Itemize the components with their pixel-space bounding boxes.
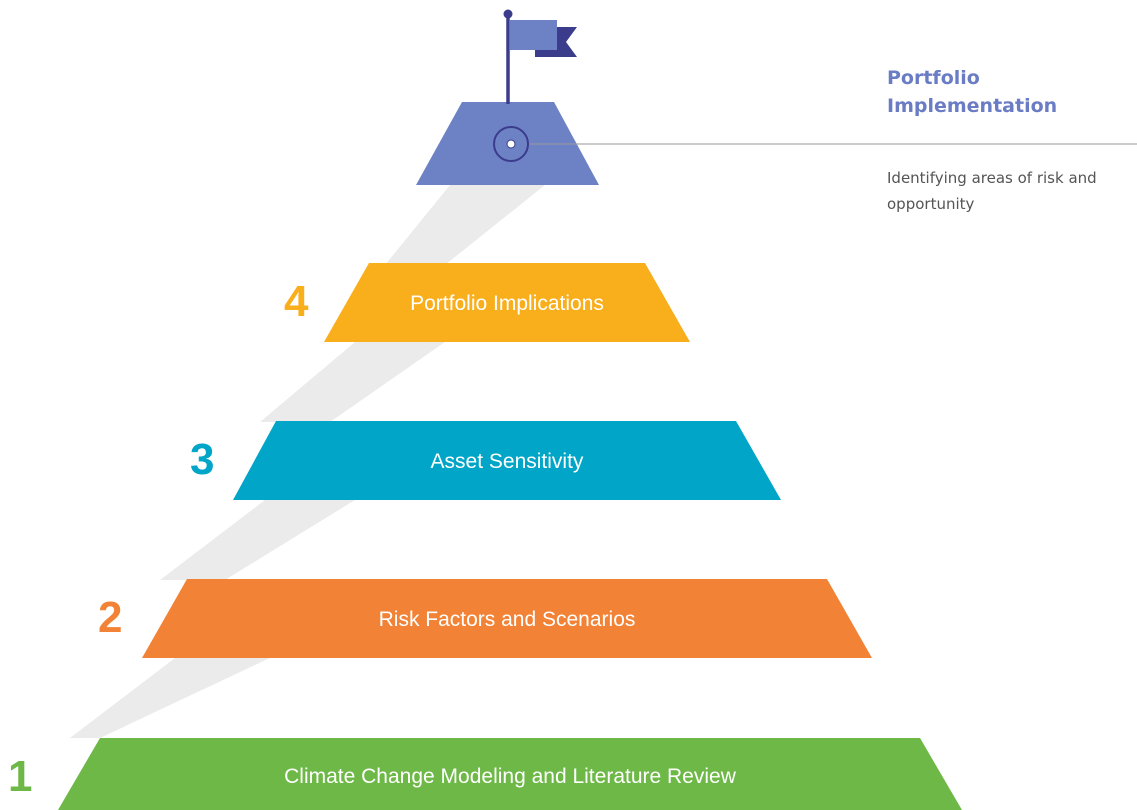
path-segment	[385, 185, 545, 265]
target-icon	[493, 126, 529, 162]
summit-title: Portfolio Implementation	[887, 67, 1058, 117]
tier-3-number: 3	[190, 435, 215, 484]
tier-3-shape	[233, 421, 781, 500]
summit-description: Identifying areas of risk and opportunit…	[887, 169, 1097, 213]
tier-3-label: Asset Sensitivity	[430, 450, 584, 473]
path-segment	[160, 500, 355, 580]
tier-4-number: 4	[284, 277, 309, 326]
tier-2-label: Risk Factors and Scenarios	[378, 608, 636, 631]
tier-1-shape	[58, 738, 962, 810]
path-segment	[260, 342, 445, 422]
flag-pole-top	[503, 9, 513, 19]
tier-1-label: Climate Change Modeling and Literature R…	[284, 765, 736, 788]
tier-2-shape	[142, 579, 872, 658]
flag-cloth	[510, 20, 557, 50]
path-band	[70, 185, 545, 738]
target-ring	[493, 126, 529, 162]
tier-4-label: Portfolio Implications	[410, 292, 604, 315]
path-segment	[70, 658, 270, 738]
tier-4-shape	[324, 263, 690, 342]
tier-2-number: 2	[98, 593, 123, 642]
tier-1-number: 1	[8, 752, 33, 801]
flag-icon	[503, 9, 577, 104]
target-dot	[506, 139, 516, 149]
